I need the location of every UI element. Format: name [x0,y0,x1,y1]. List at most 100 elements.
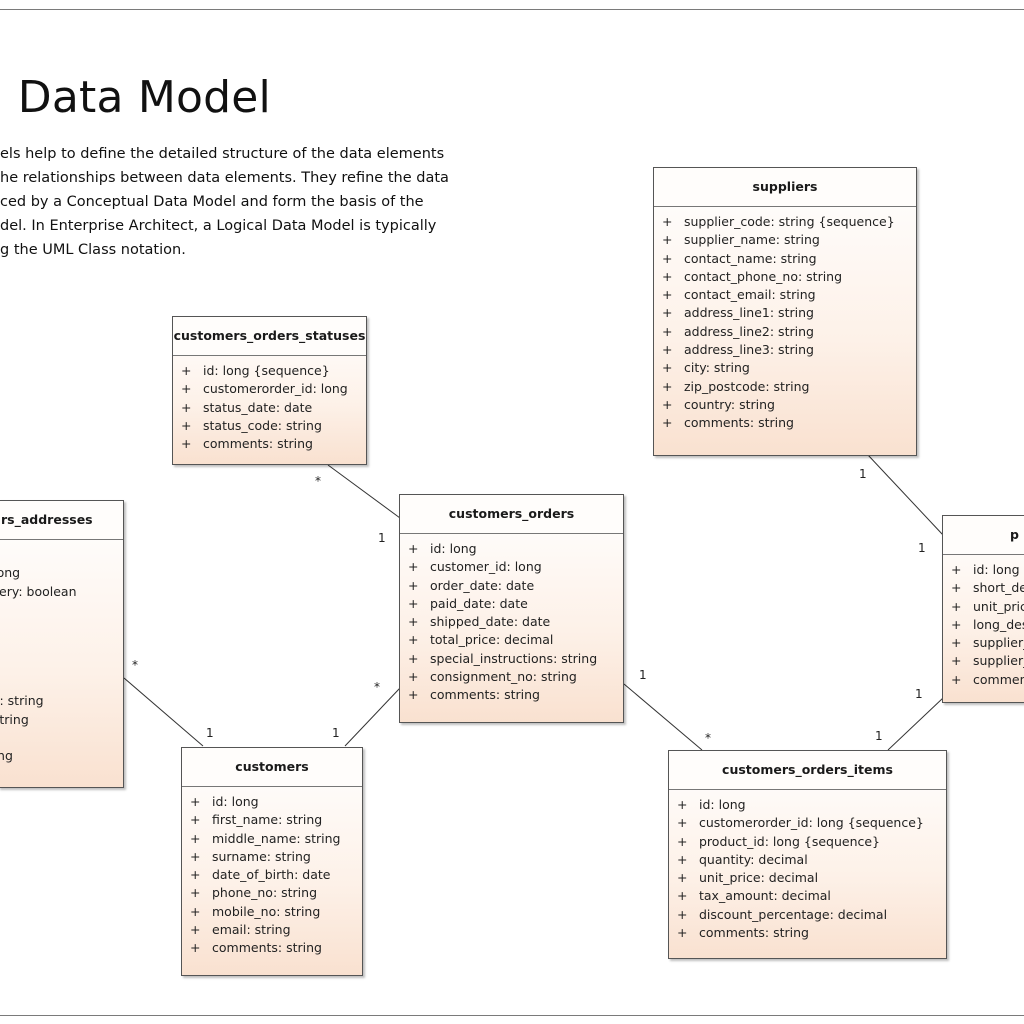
multiplicity-label: 1 [918,541,926,555]
attribute-row: e: string [0,711,123,729]
attribute-row: +supplier_ [943,634,1024,652]
class-suppliers[interactable]: suppliers + supplier_code: string {sequen… [653,167,917,456]
attribute-visibility: + [951,671,962,687]
attribute-row: +middle_name: string [182,830,362,848]
multiplicity-label: 1 [332,726,340,740]
attribute-text: customer_id: long [430,559,542,575]
attribute-text: long_des [973,616,1024,632]
attribute-visibility: + [662,342,673,358]
multiplicity-label: 1 [915,687,923,701]
description-line: ced by a Conceptual Data Model and form … [0,194,424,210]
attribute-text: short_de [973,580,1024,596]
attribute-text: total_price: decimal [430,632,554,648]
attribute-row: +commen [943,671,1024,689]
attribute-visibility: + [951,562,962,577]
attribute-row: + comments: string [669,924,946,942]
class-customers-orders-statuses[interactable]: customers_orders_statuses +id: long {seq… [172,316,367,465]
attribute-text: zip_postcode: string [684,378,810,394]
attribute-row [0,674,123,692]
attribute-visibility: + [408,577,419,593]
attribute-text: string [0,748,13,764]
attribute-text: id: long {sequence} [203,363,330,378]
attribute-visibility: + [190,848,201,864]
attribute-text: paid_date: date [430,595,528,611]
attribute-visibility: + [677,851,688,867]
class-customers-orders[interactable]: customers_orders +id: long+customer_id: … [399,494,624,723]
attribute-text: product_id: long {sequence} [699,833,881,849]
attribute-list: +id: long+customerorder_id: long {sequen… [669,790,946,942]
attribute-row: +total_price: decimal [400,631,623,649]
attribute-text: id: long [973,562,1020,577]
attribute-visibility: + [662,360,673,376]
attribute-visibility: + [662,323,673,339]
attribute-row: +id: long [669,796,946,814]
attribute-visibility: + [190,812,201,828]
attribute-visibility: + [662,287,673,303]
multiplicity-label: 1 [378,531,386,545]
attribute-visibility: + [408,687,419,703]
attribute-text: comments: string [699,925,809,941]
attribute-visibility: + [677,925,688,941]
attribute-text: supplier_code: string {sequence} [684,214,895,229]
attribute-text: order_date: date [430,577,535,593]
attribute-row: +city: string [654,359,916,377]
attribute-text: comments: string [212,940,322,956]
attribute-visibility: + [408,650,419,666]
class-name: customers_orders [400,495,623,534]
attribute-row: g [0,656,123,674]
class-products[interactable]: p +id: long+short_de+unit_pric+long_des+… [942,515,1024,703]
attribute-list: +id: long+short_de+unit_pric+long_des+su… [943,555,1024,689]
attribute-text: mobile_no: string [212,903,321,919]
attribute-visibility: + [190,922,201,938]
attribute-row: +customerorder_id: long [173,380,366,398]
attribute-text: supplier_ [973,635,1024,651]
attribute-row: +comments: string [182,939,362,957]
class-name: customers_orders_statuses [173,317,366,356]
attribute-row: +tax_amount: decimal [669,887,946,905]
multiplicity-label: 1 [875,729,883,743]
attribute-list: +id: long {sequence}+customerorder_id: l… [173,356,366,453]
attribute-row: nce: string [0,692,123,710]
attribute-text: nce: string [0,693,44,709]
attribute-visibility: + [677,906,688,922]
attribute-row: +supplier_name: string [654,231,916,249]
diagram-description: els help to define the detailed structur… [0,142,470,262]
class-customers-orders-items[interactable]: customers_orders_items +id: long+custome… [668,750,947,959]
attribute-visibility: + [677,797,688,812]
attribute-text: special_instructions: string [430,650,598,666]
attribute-visibility: + [408,669,419,685]
attribute-visibility: + [662,268,673,284]
attribute-row [0,546,123,564]
attribute-text: shipped_date: date [430,614,551,630]
attribute-row: + comments: string [400,686,623,704]
attribute-row: +contact_phone_no: string [654,268,916,286]
assoc-orders-items [623,683,703,751]
attribute-visibility: + [662,305,673,321]
attribute-text: id: long [430,541,477,556]
attribute-text: comments: string [430,687,540,703]
attribute-row: +first_name: string [182,811,362,829]
multiplicity-label: * [705,731,711,745]
class-name: p [943,516,1024,555]
attribute-row: + unit_pric [943,598,1024,616]
attribute-row: +address_line1: string [654,304,916,322]
attribute-text: supplier_ [973,653,1024,669]
attribute-text: status_code: string [203,417,322,433]
attribute-text: unit_pric [973,598,1024,614]
attribute-row: +customer_id: long [400,558,623,576]
attribute-visibility: + [408,595,419,611]
attribute-visibility: + [677,815,688,831]
attribute-row: +status_code: string [173,417,366,435]
description-line: g the UML Class notation. [0,242,186,258]
attribute-row: +phone_no: string [182,884,362,902]
class-name: suppliers [654,168,916,207]
attribute-row: +customerorder_id: long {sequence} [669,814,946,832]
class-customers-addresses[interactable]: rs_addresses d: longelivery: booleaneang… [0,500,124,788]
attribute-text: elivery: boolean [0,583,77,599]
description-line: els help to define the detailed structur… [0,146,445,162]
attribute-row: +product_id: long {sequence} [669,833,946,851]
attribute-row: +email: string [182,921,362,939]
attribute-visibility: + [951,598,962,614]
class-customers[interactable]: customers +id: long+first_name: string+m… [181,747,363,976]
attribute-text: d: long [0,565,21,581]
